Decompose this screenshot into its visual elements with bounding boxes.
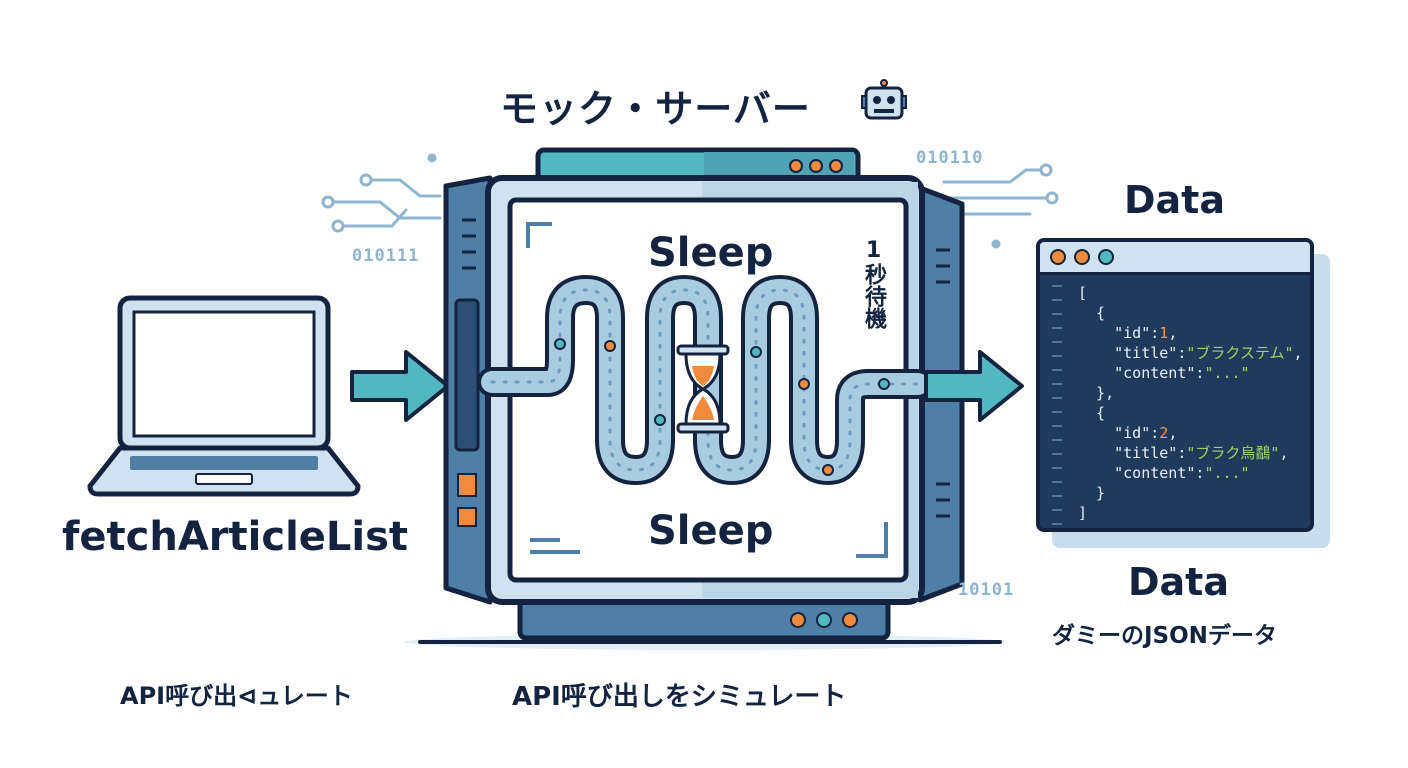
code-line: } — [1078, 484, 1106, 502]
code-line: ] — [1078, 504, 1088, 522]
code-line: { — [1078, 404, 1106, 422]
code-line: { — [1078, 304, 1106, 322]
title-text: モック・サーバー — [500, 87, 811, 131]
robot-icon — [861, 79, 907, 120]
data-caption: ダミーのJSONデータ — [1052, 623, 1277, 649]
left-caption: API呼び出⊲ュレート — [120, 682, 353, 710]
mock-server-illustration — [404, 147, 1004, 650]
binary-text-left: 010111 — [352, 246, 420, 266]
code-line: "title":"ブラク烏鷸", — [1114, 444, 1289, 462]
function-label: fetchArticleList — [62, 514, 409, 560]
code-line: "id":2, — [1114, 424, 1178, 442]
code-line: [ — [1078, 284, 1088, 302]
code-line: "content":"..." — [1114, 464, 1250, 482]
data-label-top: Data — [1124, 178, 1225, 222]
code-line: "title":"ブラクステム", — [1114, 344, 1303, 362]
code-line: "id":1, — [1114, 324, 1178, 342]
diagram-title: モック・サーバー — [500, 78, 811, 133]
binary-text-bottom-right: 10101 — [958, 580, 1015, 600]
code-gutter — [1052, 285, 1068, 528]
window-dot-orange — [1074, 249, 1090, 265]
request-arrow — [350, 350, 450, 422]
sleep-label-bottom: Sleep — [648, 508, 774, 554]
data-label-bottom: Data — [1128, 560, 1229, 604]
circuit-traces-right — [942, 163, 1059, 249]
wait-label: 1秒待機 — [861, 238, 886, 329]
window-dot-teal — [1098, 249, 1114, 265]
code-line: }, — [1078, 384, 1115, 402]
hourglass-icon — [676, 344, 730, 434]
sleep-label-top: Sleep — [648, 230, 774, 276]
json-code-panel: [ { "id":1, "title":"ブラクステム", "content":… — [1036, 238, 1314, 532]
circuit-traces-left — [321, 153, 442, 233]
code-panel-titlebar — [1040, 242, 1310, 275]
center-caption: API呼び出しをシミュレート — [512, 682, 847, 712]
window-dot-orange — [1050, 249, 1066, 265]
code-line: "content":"..." — [1114, 364, 1250, 382]
laptop-illustration — [87, 295, 361, 497]
response-arrow — [924, 350, 1024, 422]
binary-text-top-right: 010110 — [916, 148, 984, 168]
code-body: [ { "id":1, "title":"ブラクステム", "content":… — [1040, 275, 1310, 525]
